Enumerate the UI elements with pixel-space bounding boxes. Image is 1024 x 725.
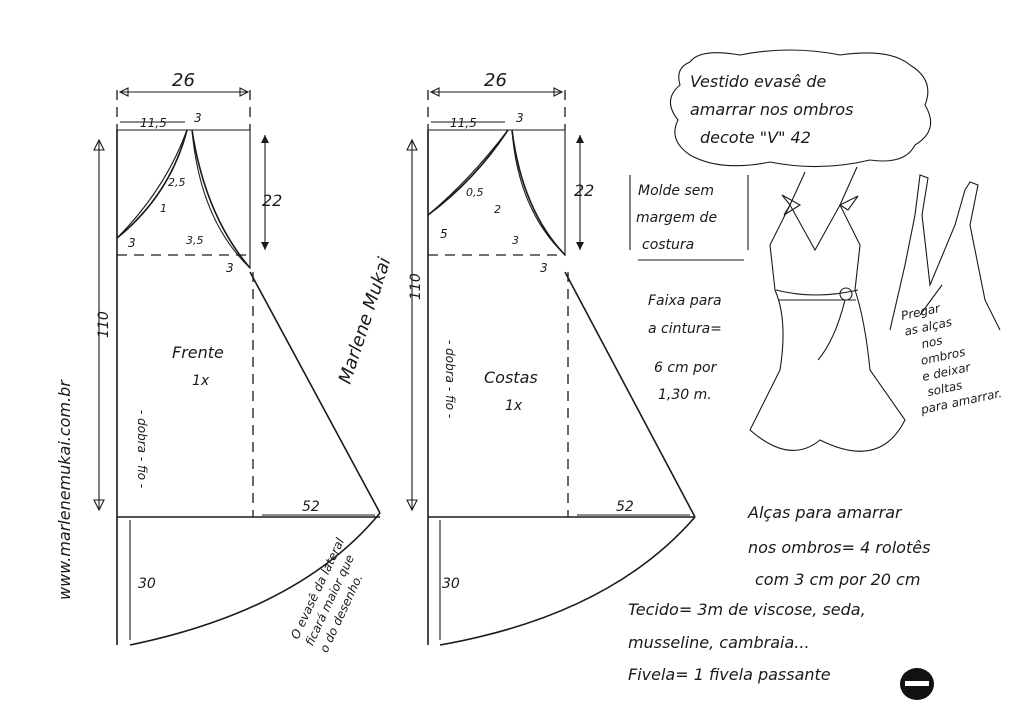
- fabric-line-2: musseline, cambraia...: [628, 633, 810, 652]
- back-width-label: 26: [484, 70, 507, 91]
- svg-text:1,30 m.: 1,30 m.: [658, 387, 712, 403]
- front-neck-drop-label: 3: [128, 236, 136, 250]
- title-line-1: Vestido evasê de: [690, 72, 826, 91]
- back-length-label: 110: [408, 273, 424, 300]
- front-fold-label: - dobra - fio -: [135, 410, 149, 488]
- fabric-line-1: Tecido= 3m de viscose, seda,: [628, 600, 866, 619]
- front-armhole-height-label: 22: [262, 191, 282, 210]
- straps-line-3: com 3 cm por 20 cm: [755, 570, 920, 589]
- back-piece-name: Costas: [484, 368, 538, 387]
- materials-notes: Alças para amarrar nos ombros= 4 rolotês…: [628, 503, 930, 684]
- svg-text:a cintura=: a cintura=: [648, 321, 722, 337]
- front-pattern-piece: 26 11,5 3 22 3 1 2,5 3,5 3 110 - dobra -…: [93, 70, 381, 646]
- front-width-label: 26: [172, 70, 195, 91]
- svg-text:Molde sem: Molde sem: [638, 183, 714, 199]
- belt-note: Faixa para a cintura= 6 cm por 1,30 m.: [648, 293, 722, 403]
- front-length-label: 110: [96, 311, 112, 338]
- back-neck-width-label: 11,5: [450, 116, 477, 130]
- website-text: www.marlenemukai.com.br: [55, 379, 74, 600]
- svg-text:nos: nos: [920, 333, 944, 351]
- svg-text:margem de: margem de: [636, 210, 717, 226]
- seam-allowance-note: Molde sem margem de costura: [629, 175, 749, 261]
- back-armhole-height-label: 22: [574, 181, 594, 200]
- front-side-drop-label: 3: [226, 261, 234, 275]
- front-piece-name: Frente: [172, 343, 224, 362]
- back-neck-drop-label: 5: [440, 227, 448, 241]
- title-bubble: Vestido evasê de amarrar nos ombros deco…: [669, 49, 932, 168]
- buckle-line: Fivela= 1 fivela passante: [628, 665, 831, 684]
- front-armhole-curve-1-label: 2,5: [168, 176, 186, 189]
- front-armhole-curve-2-label: 3,5: [186, 234, 204, 247]
- back-armhole-curve-1-label: 2: [494, 203, 501, 216]
- back-flare-label: 52: [616, 499, 634, 515]
- back-neck-curve-label: 0,5: [466, 186, 484, 199]
- straps-line-1: Alças para amarrar: [747, 503, 903, 522]
- back-pattern-piece: 26 11,5 3 22 5 0,5 2 3 3 110 - dobra - f…: [406, 70, 696, 646]
- signature: Marlene Mukai: [335, 255, 396, 387]
- back-armhole-curve-2-label: 3: [512, 234, 519, 247]
- back-piece-count: 1x: [505, 398, 523, 414]
- front-shoulder-drop-label: 3: [194, 111, 202, 125]
- straps-line-2: nos ombros= 4 rolotês: [748, 538, 930, 557]
- back-fold-label: - dobra - fio -: [443, 340, 457, 418]
- svg-text:costura: costura: [642, 237, 694, 253]
- strap-attach-note: Pregar as alças nos ombros e deixar solt…: [900, 301, 1003, 417]
- front-armhole-hatch: [191, 129, 251, 270]
- back-hem-depth-label: 30: [442, 576, 460, 592]
- dress-illustration: [749, 166, 1001, 452]
- back-armhole-hatch: [511, 129, 566, 257]
- title-line-3: decote "V" 42: [700, 128, 811, 147]
- title-line-2: amarrar nos ombros: [690, 100, 853, 119]
- svg-text:Faixa para: Faixa para: [648, 293, 722, 309]
- front-piece-count: 1x: [192, 373, 210, 389]
- back-side-drop-label: 3: [540, 261, 548, 275]
- front-flare-label: 52: [302, 499, 320, 515]
- front-hem-depth-label: 30: [138, 576, 156, 592]
- buckle-icon: [900, 668, 934, 700]
- front-neck-width-label: 11,5: [140, 116, 167, 130]
- back-shoulder-drop-label: 3: [516, 111, 524, 125]
- svg-text:6 cm por: 6 cm por: [654, 360, 718, 376]
- side-note: O evasê da lateral ficará maior que o do…: [288, 535, 366, 654]
- front-neck-curve-label: 1: [160, 202, 167, 215]
